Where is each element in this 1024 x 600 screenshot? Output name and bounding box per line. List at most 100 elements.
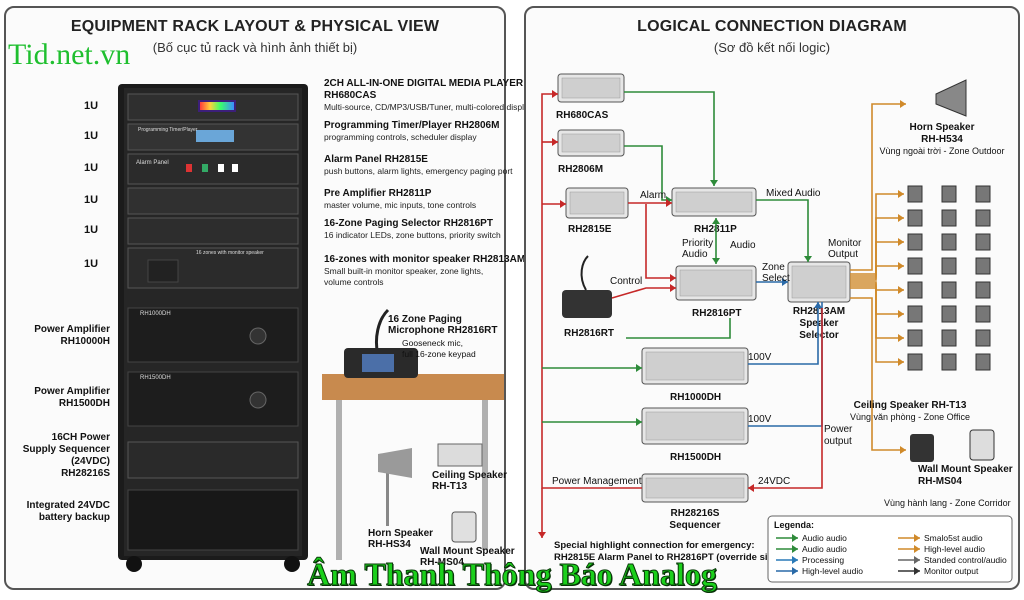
sequencer-label: (24VDC) (71, 456, 110, 467)
ceiling-speaker-icon (941, 233, 957, 251)
node-rh2806m-face (561, 133, 621, 153)
arrow-head (552, 90, 558, 98)
arrow-head (914, 556, 920, 564)
rack-unit-label: 1U (84, 162, 99, 174)
edge-pt-down (626, 318, 731, 339)
device-desc: Multi-source, CD/MP3/USB/Tuner, multi-co… (324, 102, 533, 112)
node-label: RH2816PT (692, 308, 741, 319)
edge-label: Power (824, 424, 853, 435)
node-label: RH2816RT (564, 328, 614, 339)
edge-label: Control (610, 276, 642, 287)
arrow-head (560, 200, 566, 208)
mic-desc: Gooseneck mic, (402, 338, 463, 348)
ceiling-speaker-icon (975, 281, 991, 299)
legend-label: Audio audio (802, 533, 847, 543)
legend-label: Audio audio (802, 544, 847, 554)
device-name: 2CH ALL-IN-ONE DIGITAL MEDIA PLAYER (324, 78, 524, 89)
edge-label: Select (762, 273, 790, 284)
arrow-head (804, 256, 812, 262)
rack-unit-label: 1U (84, 224, 99, 236)
node-rh2816rt (562, 290, 612, 318)
horn-label: Horn Speaker (368, 528, 434, 539)
arrow-head (898, 238, 904, 246)
node-label: RH2815E (568, 224, 612, 235)
device-desc: Small built-in monitor speaker, zone lig… (324, 266, 484, 276)
edge-out-ceiling (850, 285, 904, 339)
device-name: 16-Zone Paging Selector RH2816PT (324, 218, 493, 229)
mic-gooseneck (580, 255, 589, 291)
arrow-head (670, 274, 676, 282)
edge-out-horn (850, 103, 906, 271)
arrow-head (914, 534, 920, 542)
edge-rt-pt (611, 287, 676, 299)
rack-wheel (284, 556, 300, 572)
rack-unit-label: 1U (84, 194, 99, 206)
ceiling-speaker-icon (907, 281, 923, 299)
amp2-label: Power Amplifier (34, 386, 110, 397)
ceiling-speaker-icon (907, 305, 923, 323)
node-rh1000dh-face (645, 351, 745, 381)
logic-panel-subtitle: (Sơ đồ kết nối logic) (713, 40, 831, 55)
arrow-head (898, 286, 904, 294)
arrow-head (898, 262, 904, 270)
ceiling-speaker-icon (941, 305, 957, 323)
speaker-label: Vùng ngoài trời - Zone Outdoor (880, 146, 1005, 156)
legend-label: High-level audio (802, 566, 863, 576)
bottom-banner: Âm Thanh Thông Báo Analog (307, 556, 718, 593)
mic-desc: full 16-zone keypad (402, 349, 476, 359)
wall-speaker-icon (910, 434, 934, 462)
device-desc: 16 indicator LEDs, zone buttons, priorit… (324, 230, 501, 240)
arrow-head (552, 138, 558, 146)
speaker-label: Ceiling Speaker RH-T13 (854, 400, 967, 411)
speaker-label: RH-MS04 (918, 476, 962, 487)
edge-out-ceiling (850, 193, 904, 275)
arrow-head (898, 214, 904, 222)
battery-label: battery backup (38, 512, 110, 523)
ceiling-speaker-icon (941, 209, 957, 227)
node-rh2815e-face (569, 191, 625, 215)
rack-panel-title: EQUIPMENT RACK LAYOUT & PHYSICAL VIEW (70, 18, 440, 35)
rack-text: Programming Timer/Player (138, 127, 198, 133)
node-rh680cas-face (561, 77, 621, 99)
device-desc: push buttons, alarm lights, emergency pa… (324, 166, 513, 176)
horn-speaker-image (378, 448, 412, 478)
ceiling-speaker-icon (975, 185, 991, 203)
rack-illustration (118, 84, 504, 572)
logic-panel-title: LOGICAL CONNECTION DIAGRAM (637, 18, 907, 35)
arrow-head (898, 358, 904, 366)
legend-label: High-level audio (924, 544, 985, 554)
node-label: RH2813AM (793, 306, 845, 317)
amp1-label: Power Amplifier (34, 324, 110, 335)
arrow-head (748, 484, 754, 492)
ceiling-label: RH-T13 (432, 481, 468, 492)
device-desc: volume controls (324, 277, 384, 287)
ceiling-speaker-icon (975, 233, 991, 251)
ceiling-speaker-icon (907, 209, 923, 227)
amp2-label: RH1500DH (58, 398, 110, 409)
rack-panel-subtitle: (Bố cục tủ rack và hình ảnh thiết bị) (152, 40, 358, 55)
arrow-head (792, 545, 798, 553)
device-name: 16-zones with monitor speaker RH2813AM (324, 254, 526, 265)
node-label: RH1000DH (670, 392, 721, 403)
horn-label: RH-HS34 (368, 539, 411, 550)
ceiling-speaker-image (437, 443, 483, 467)
sequencer-label: Supply Sequencer (22, 444, 110, 455)
node-label: RH680CAS (556, 110, 609, 121)
arrow-head (782, 278, 788, 286)
edge-label: output (824, 436, 852, 447)
sequencer-label: RH28216S (61, 468, 110, 479)
ceiling-speaker-icon (941, 329, 957, 347)
arrow-head (712, 218, 720, 224)
arrow-head (636, 364, 642, 372)
node-label: RH28216S (671, 508, 720, 519)
device-name: Programming Timer/Player RH2806M (324, 120, 500, 131)
wall-speaker-icon (969, 429, 995, 461)
edge-label: Audio (682, 249, 708, 260)
arrow-head (898, 310, 904, 318)
rack-text: RH1000DH (140, 311, 171, 317)
edge-label: Audio (730, 240, 756, 251)
node-rh28216s-face (645, 477, 745, 499)
arrow-head (900, 100, 906, 108)
arrow-head (898, 334, 904, 342)
